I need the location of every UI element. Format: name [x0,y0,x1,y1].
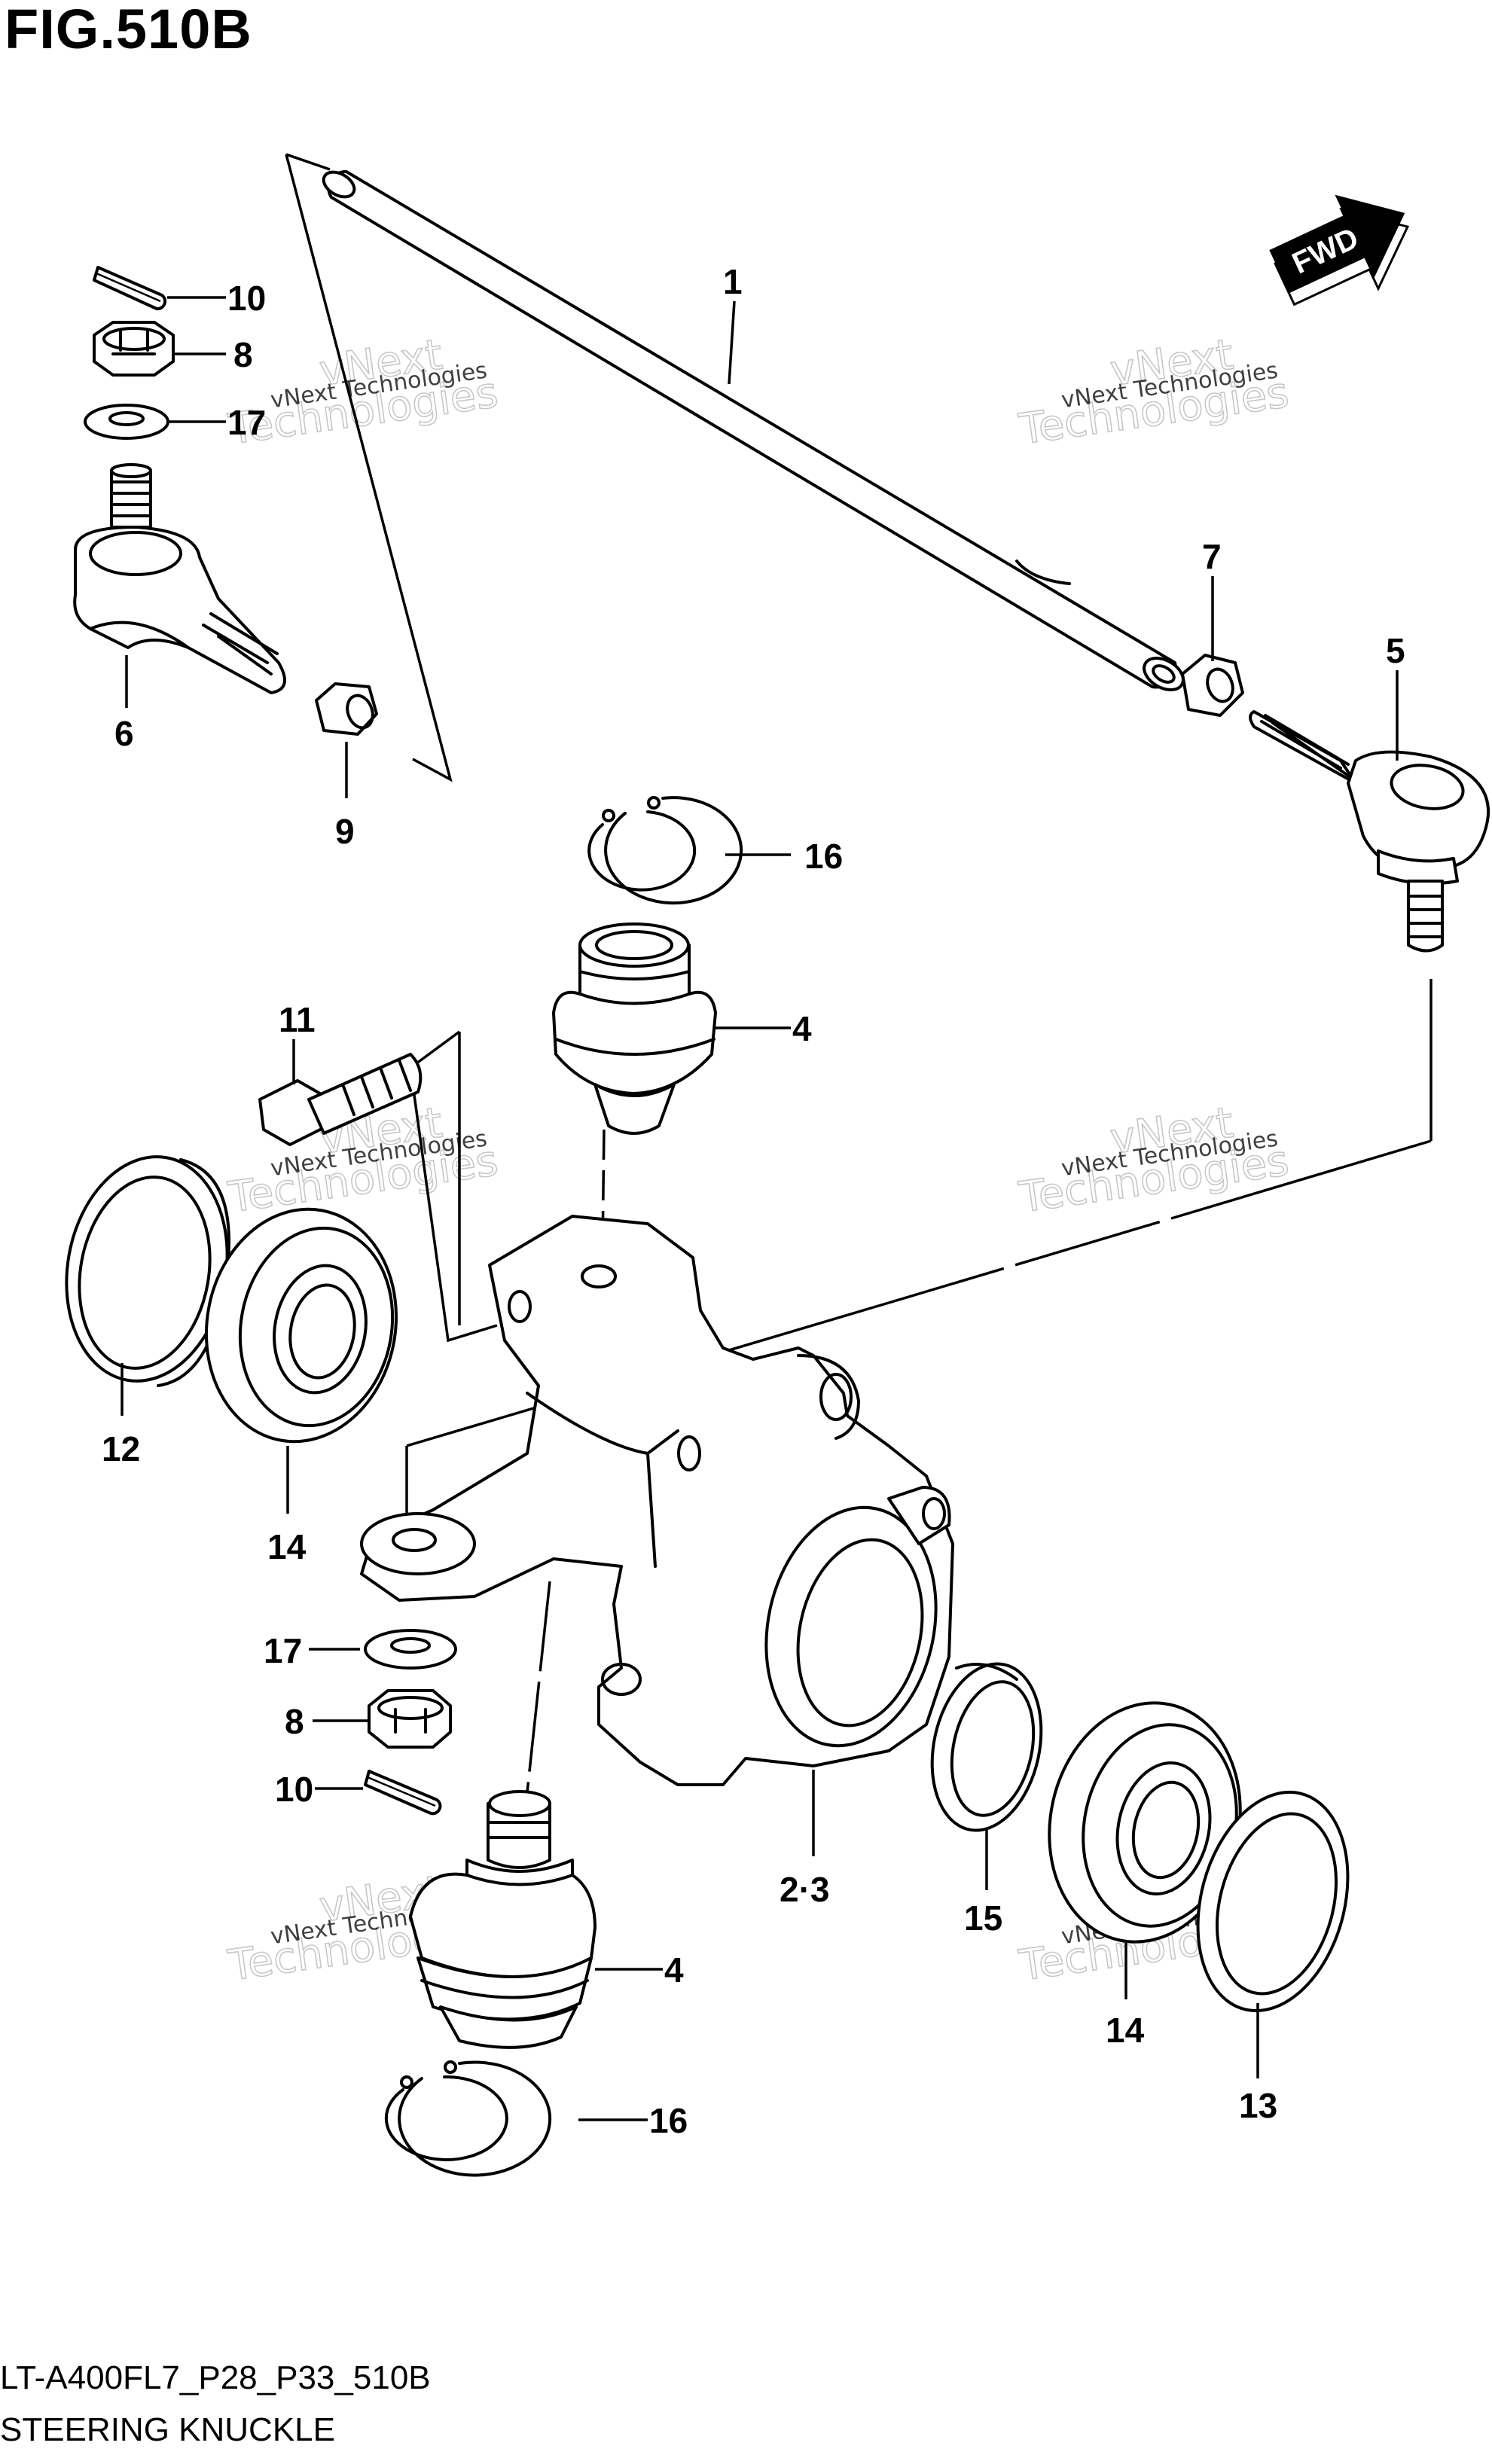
callout-13: 13 [1239,2086,1277,2125]
steering-knuckle-part [360,1215,954,1786]
callout-4-bottom: 4 [664,1950,684,1990]
callout-10-top: 10 [227,279,266,318]
washer-bottom [364,1629,457,1670]
watermark-top-right: vNext Technologies vNext Technologies [1015,330,1292,455]
cotter-pin-bottom [364,1770,442,1816]
callout-6: 6 [114,714,134,753]
bearing-14-left [204,1207,398,1444]
ball-joint-bottom [409,1790,596,2049]
callout-16-top: 16 [804,837,843,876]
bearing-14-right [1048,1701,1242,1944]
tie-rod-part [322,169,1185,691]
callout-17-bottom: 17 [264,1631,302,1670]
callout-2-3: 2·3 [780,1870,829,1909]
callout-labels: 1 10 8 17 6 9 7 5 16 4 11 12 14 17 8 10 … [102,262,1405,2140]
callout-1: 1 [723,262,743,301]
figure-caption: STEERING KNUCKLE [0,2411,335,2448]
assembly-lines [285,153,1433,1793]
callout-12: 12 [102,1429,140,1468]
fwd-arrow-icon: FWD [1269,194,1410,306]
tie-rod-end-left [73,463,286,694]
bolt-11 [258,1053,423,1146]
callout-8-top: 8 [233,335,253,374]
callout-15: 15 [964,1898,1002,1938]
callout-5: 5 [1386,631,1405,670]
callout-8-bottom: 8 [285,1702,304,1741]
model-code: LT-A400FL7_P28_P33_510B [0,2359,431,2396]
callout-7: 7 [1202,537,1222,576]
callout-9: 9 [335,812,355,851]
castle-nut-bottom [368,1689,452,1749]
callout-14-left: 14 [267,1527,307,1566]
tie-rod-end-right [1249,710,1490,953]
oil-seal-12 [65,1155,230,1387]
circlip-top [587,796,743,905]
nut-right-7 [1181,654,1244,717]
cotter-pin-top [93,266,167,311]
ball-joint-top [552,922,717,1135]
callout-16-bottom: 16 [649,2101,688,2140]
leader-lines [121,296,1399,2121]
watermark-mid-right: vNext Technologies vNext Technologies [1015,1098,1292,1223]
circlip-bottom [384,2060,552,2177]
nut-left-9 [315,682,378,736]
callout-4-top: 4 [792,1009,812,1048]
oil-seal-13 [1196,1790,1350,2013]
figure-title: FIG.510B [5,0,252,60]
callout-11: 11 [279,1000,316,1039]
spacer-15 [930,1662,1043,1832]
washer-top [84,404,169,440]
callout-14-right: 14 [1106,2011,1145,2050]
callout-17-top: 17 [227,403,266,442]
callout-10-bottom: 10 [275,1770,313,1809]
castle-nut-top [93,321,175,377]
